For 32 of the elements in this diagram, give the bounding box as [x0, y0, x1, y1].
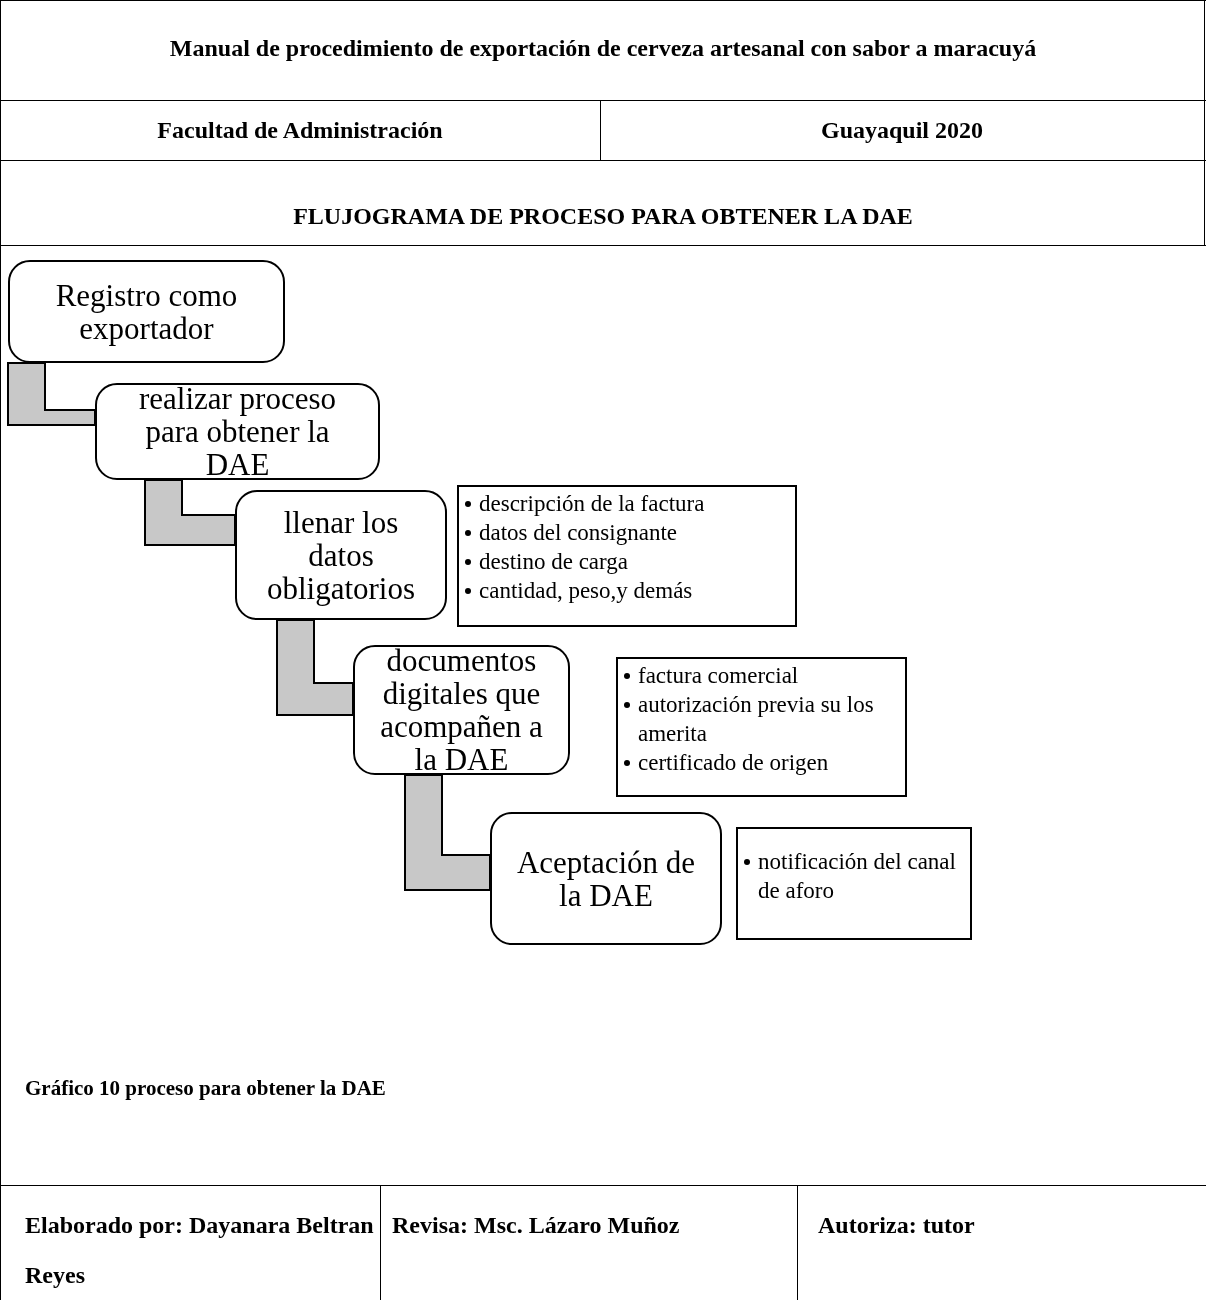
bullet-item: cantidad, peso,y demás	[463, 576, 789, 605]
note-box	[616, 657, 907, 797]
bullet-item: datos del consignante	[463, 518, 789, 547]
note-box	[457, 485, 797, 627]
process-box	[353, 645, 570, 775]
process-box	[235, 490, 447, 620]
step-label: Aceptación de la DAE	[515, 845, 697, 912]
bullet-item: certificado de origen	[622, 748, 899, 777]
elbow-connector	[7, 362, 96, 426]
step-label: llenar los datos obligatorios	[265, 505, 417, 605]
figure-caption: Gráfico 10 proceso para obtener la DAE	[25, 1075, 387, 1102]
process-box	[490, 812, 722, 945]
document-title: Manual de procedimiento de exportación de cerveza artesanal con sabor a maracuyá	[168, 34, 1038, 63]
elbow-connector	[144, 479, 236, 546]
process-box	[8, 260, 285, 363]
city-year: Guayaquil 2020	[819, 116, 984, 145]
bullet-item: descripción de la factura	[463, 489, 789, 518]
step-label: Registro como exportador	[54, 278, 239, 345]
step-label: realizar proceso para obtener la DAE	[137, 382, 338, 481]
bullet-item: destino de carga	[463, 547, 789, 576]
author-credit: Elaborado por: Dayanara Beltran Reyes	[25, 1211, 375, 1290]
note-box	[736, 827, 972, 940]
reviewer-credit: Revisa: Msc. Lázaro Muñoz	[392, 1211, 681, 1240]
faculty-name: Facultad de Administración	[156, 116, 444, 145]
step-label: documentos digitales que acompañen a la DAE	[379, 644, 544, 776]
elbow-connector	[276, 619, 354, 716]
process-box	[95, 383, 380, 480]
section-heading: FLUJOGRAMA DE PROCESO PARA OBTENER LA DAE	[292, 202, 914, 231]
elbow-connector	[404, 774, 491, 891]
bullet-item: notificación del canal de aforo	[742, 847, 964, 905]
approver-credit: Autoriza: tutor	[818, 1211, 976, 1240]
bullet-item: factura comercial	[622, 661, 899, 690]
